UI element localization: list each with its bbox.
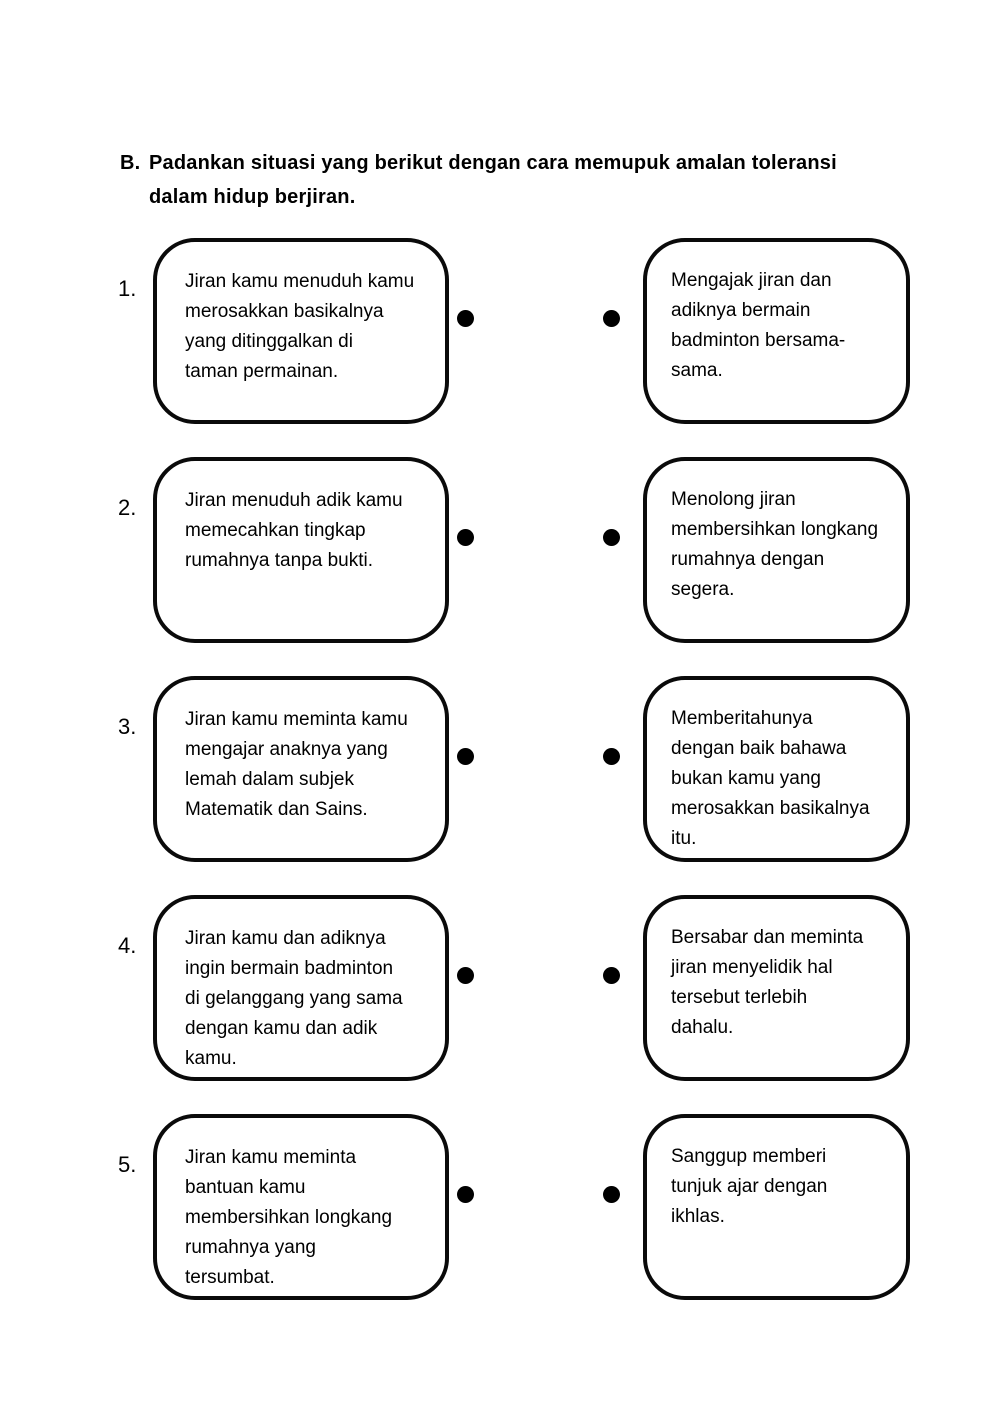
matching-rows: 1. Jiran kamu menuduh kamu merosakkan ba…	[0, 238, 1000, 1300]
item-number: 3.	[118, 714, 137, 739]
connector-zone	[449, 457, 643, 643]
match-row-5: 5. Jiran kamu meminta bantuan kamu membe…	[0, 1114, 1000, 1300]
instruction-text: Padankan situasi yang berikut dengan car…	[149, 152, 837, 208]
section-label: B.	[120, 152, 141, 174]
situation-box: Jiran menuduh adik kamu memecahkan tingk…	[153, 457, 449, 643]
match-row-1: 1. Jiran kamu menuduh kamu merosakkan ba…	[0, 238, 1000, 424]
item-number: 4.	[118, 933, 137, 958]
item-number: 1.	[118, 276, 137, 301]
match-row-2: 2. Jiran menuduh adik kamu memecahkan ti…	[0, 457, 1000, 643]
left-connector-dot[interactable]	[457, 1186, 474, 1203]
match-row-4: 4. Jiran kamu dan adiknya ingin bermain …	[0, 895, 1000, 1081]
connector-zone	[449, 1114, 643, 1300]
situation-box: Jiran kamu meminta kamu mengajar anaknya…	[153, 676, 449, 862]
item-number: 5.	[118, 1152, 137, 1177]
response-box: Bersabar dan meminta jiran menyelidik ha…	[643, 895, 910, 1081]
left-connector-dot[interactable]	[457, 310, 474, 327]
left-connector-dot[interactable]	[457, 529, 474, 546]
response-box: Sanggup memberi tunjuk ajar dengan ikhla…	[643, 1114, 910, 1300]
item-number: 2.	[118, 495, 137, 520]
connector-zone	[449, 238, 643, 424]
right-connector-dot[interactable]	[603, 310, 620, 327]
situation-box: Jiran kamu dan adiknya ingin bermain bad…	[153, 895, 449, 1081]
response-box: Memberitahunya dengan baik bahawa bukan …	[643, 676, 910, 862]
match-row-3: 3. Jiran kamu meminta kamu mengajar anak…	[0, 676, 1000, 862]
situation-box: Jiran kamu meminta bantuan kamu membersi…	[153, 1114, 449, 1300]
left-connector-dot[interactable]	[457, 967, 474, 984]
right-connector-dot[interactable]	[603, 967, 620, 984]
right-connector-dot[interactable]	[603, 1186, 620, 1203]
connector-zone	[449, 895, 643, 1081]
left-connector-dot[interactable]	[457, 748, 474, 765]
right-connector-dot[interactable]	[603, 748, 620, 765]
exercise-instruction: B. Padankan situasi yang berikut dengan …	[120, 0, 880, 214]
right-connector-dot[interactable]	[603, 529, 620, 546]
situation-box: Jiran kamu menuduh kamu merosakkan basik…	[153, 238, 449, 424]
response-box: Mengajak jiran dan adiknya bermain badmi…	[643, 238, 910, 424]
response-box: Menolong jiran membersihkan longkang rum…	[643, 457, 910, 643]
connector-zone	[449, 676, 643, 862]
